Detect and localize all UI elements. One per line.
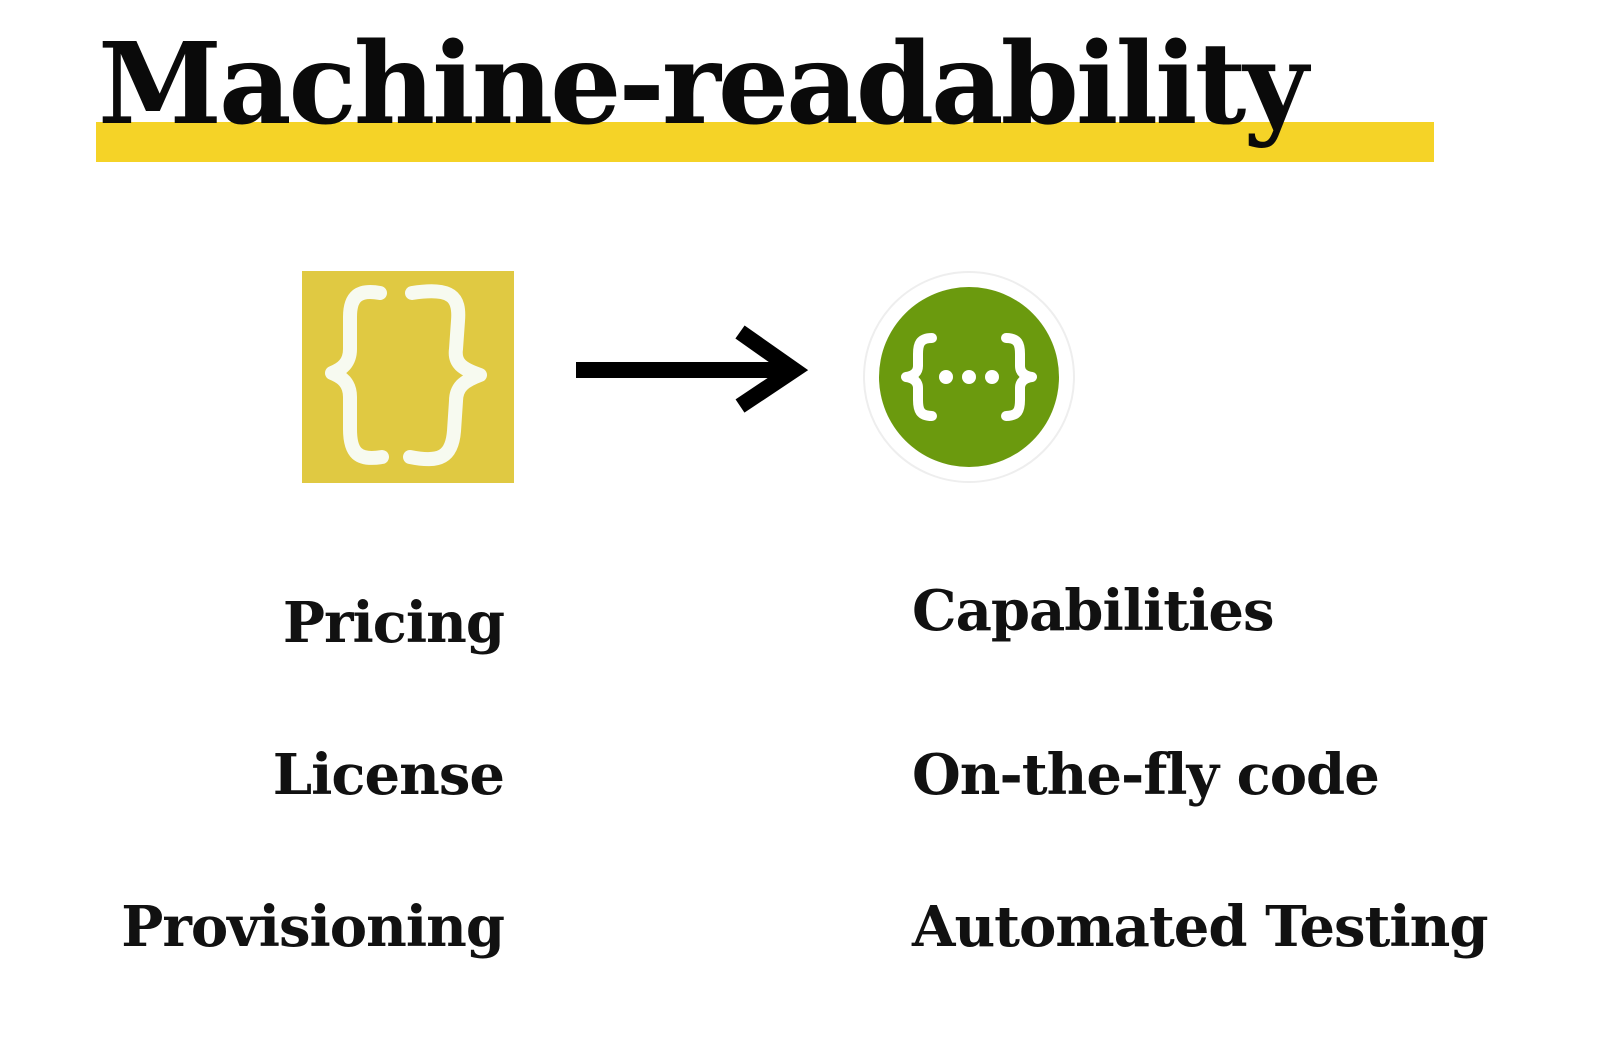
left-item-license: License bbox=[272, 742, 505, 808]
page-title: Machine-readability bbox=[98, 19, 1308, 150]
title-highlight bbox=[96, 122, 1434, 162]
json-curly-braces-icon bbox=[302, 271, 514, 483]
right-item-capabilities: Capabilities bbox=[912, 578, 1275, 644]
right-item-automated-testing: Automated Testing bbox=[912, 894, 1488, 960]
right-arrow-icon bbox=[576, 325, 809, 413]
left-item-provisioning: Provisioning bbox=[121, 894, 505, 960]
swagger-openapi-icon bbox=[863, 271, 1075, 483]
left-item-pricing: Pricing bbox=[282, 590, 505, 656]
right-item-code-generation: On-the-fly code bbox=[912, 742, 1380, 808]
title-block: Machine-readability bbox=[96, 20, 1434, 162]
